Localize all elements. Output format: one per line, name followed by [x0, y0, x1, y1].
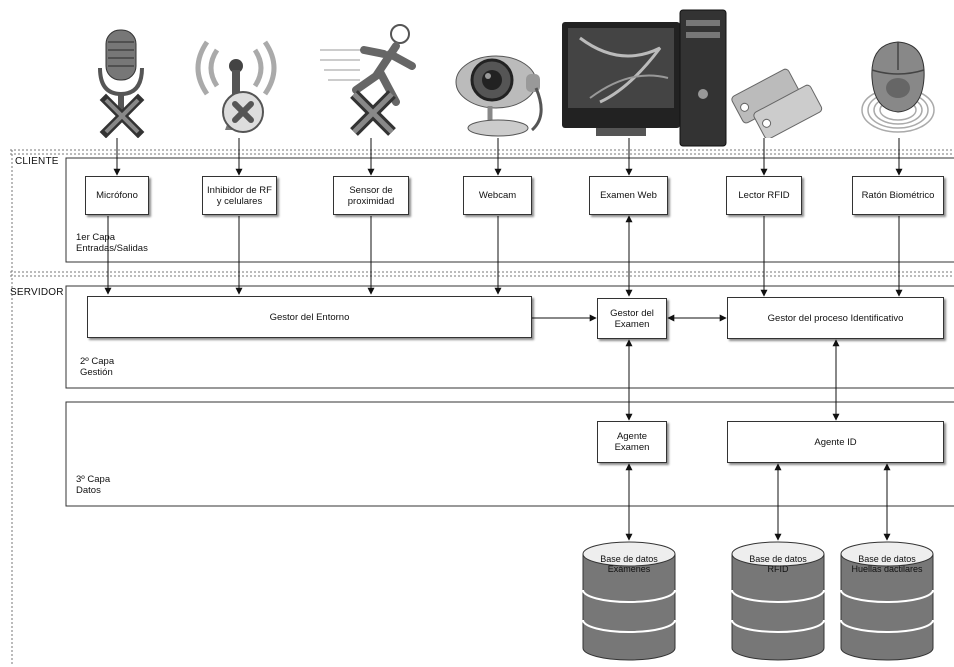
exams-database: Base de datos Exámenes: [581, 540, 677, 662]
layer-3-label: 3º Capa Datos: [76, 474, 111, 496]
client-zone-label: CLIENTE: [15, 156, 59, 167]
identification-process-manager-box: Gestor del proceso Identificativo: [727, 297, 944, 339]
webcam-box: Webcam: [463, 176, 532, 215]
rfid-database: Base de datos RFID: [730, 540, 826, 662]
fingerprints-database-label: Base de datos Huellas dactilares: [851, 554, 923, 574]
rfid-tags-icon: [731, 68, 823, 138]
database-cylinder-icon: [582, 541, 676, 661]
fingerprints-database: Base de datos Huellas dactilares: [839, 540, 935, 662]
biometric-mouse-icon: [861, 41, 935, 133]
microphone-box: Micrófono: [85, 176, 149, 215]
rfid-reader-box: Lector RFID: [726, 176, 802, 215]
rf-inhibitor-box: Inhibidor de RF y celulares: [202, 176, 277, 215]
exam-manager-box: Gestor del Examen: [597, 298, 667, 339]
proximity-sensor-box: Sensor de proximidad: [333, 176, 409, 215]
rf-inhibitor-icon: [195, 40, 277, 133]
connections: [104, 138, 903, 541]
exam-agent-box: Agente Examen: [597, 421, 667, 463]
database-cylinder-icon: [731, 541, 825, 661]
proximity-sensor-icon: [320, 24, 416, 136]
environment-manager-box: Gestor del Entorno: [87, 296, 532, 338]
database-cylinder-icon: [840, 541, 934, 661]
webcam-icon: [455, 55, 543, 137]
server-zone-label: SERVIDOR: [10, 287, 64, 298]
layer-1-label: 1er Capa Entradas/Salidas: [76, 232, 148, 254]
layer-frames: [65, 157, 954, 507]
id-agent-box: Agente ID: [727, 421, 944, 463]
computer-icon: [562, 9, 727, 147]
rfid-database-label: Base de datos RFID: [749, 554, 807, 574]
web-exam-box: Examen Web: [589, 176, 668, 215]
biometric-mouse-box: Ratón Biométrico: [852, 176, 944, 215]
zone-separators: [10, 149, 954, 666]
layer-2-label: 2º Capa Gestión: [80, 356, 115, 378]
microphone-icon: [98, 29, 145, 138]
exams-database-label: Base de datos Exámenes: [600, 554, 658, 574]
